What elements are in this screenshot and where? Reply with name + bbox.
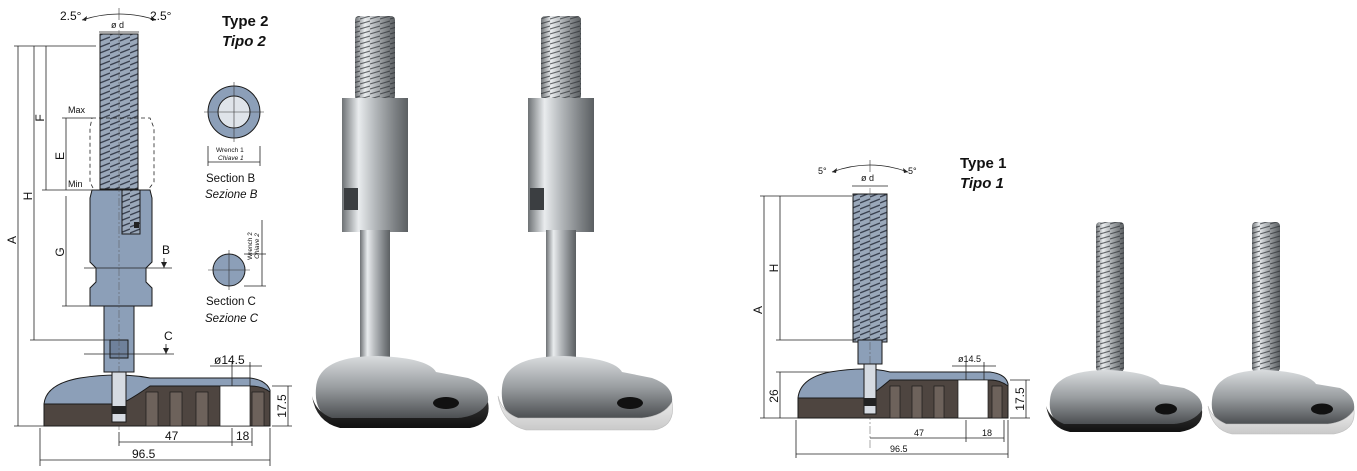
type1-dim-26: 26 [767,389,781,403]
type1-title: Type 1 [960,155,1006,172]
type2-dim-height: 17.5 [275,394,289,418]
type1-dim-47: 47 [914,428,924,438]
type1-photo-black-pad [1046,222,1203,432]
type1-dim-96-5: 96.5 [890,444,908,454]
section-c-label: Section C [206,296,256,308]
type1-label-H: H [767,264,781,273]
section-b-wrench: Wrench 1 [216,147,244,154]
type1-dia-label: ø d [861,173,874,183]
type2-label-G: G [53,247,67,256]
type2-label-H: H [21,192,35,201]
type2-dia-label: ø d [111,20,124,30]
section-c-label-it: Sezione C [205,313,259,325]
type1-subtitle: Tipo 1 [960,175,1004,192]
type2-dim-18: 18 [236,429,250,443]
type2-label-max: Max [68,105,86,115]
type2-label-F: F [33,114,47,121]
type2-dim-96-5: 96.5 [132,447,156,461]
type1-dim-hole: ø14.5 [958,354,981,364]
type2-drawing: 2.5° 2.5° ø d Type 2 Tipo 2 [5,8,292,466]
type2-section-b: Wrench 1 Chiave 1 Section B Sezione B [204,82,264,201]
type1-angle-left: 5° [818,166,827,176]
type1-drawing: 5° 5° ø d Type 1 Tipo 1 A H 26 [751,155,1030,458]
type2-label-B: B [162,243,170,257]
type2-subtitle: Tipo 2 [222,33,267,50]
section-c-wrench: Wrench 2 [247,232,254,260]
section-b-label-it: Sezione B [205,189,258,201]
type2-label-min: Min [68,179,83,189]
type1-photo-white-pad [1207,222,1355,435]
type2-photo-white-pad [497,16,673,431]
type1-dim-18: 18 [982,428,992,438]
section-b-wrench-it: Chiave 1 [218,155,244,162]
type2-photo-black-pad [312,16,489,428]
section-b-label: Section B [206,173,256,185]
type2-label-C: C [164,329,173,343]
type2-adjusting-body [89,189,153,307]
type2-max-envelope [89,117,155,191]
type2-dim-hole: ø14.5 [214,353,245,367]
type1-angle-right: 5° [908,166,917,176]
type2-label-E: E [53,152,67,160]
type2-angle-right: 2.5° [150,9,172,23]
type2-dim-47: 47 [165,429,179,443]
type1-dim-height: 17.5 [1013,387,1027,411]
type2-label-A: A [5,236,19,244]
type2-angle-left: 2.5° [60,9,82,23]
section-c-wrench-it: Chiave 2 [254,233,261,259]
type2-title: Type 2 [222,13,268,30]
type1-label-A: A [751,306,765,314]
type2-section-c: Wrench 2 Chiave 2 Section C Sezione C [205,220,266,325]
